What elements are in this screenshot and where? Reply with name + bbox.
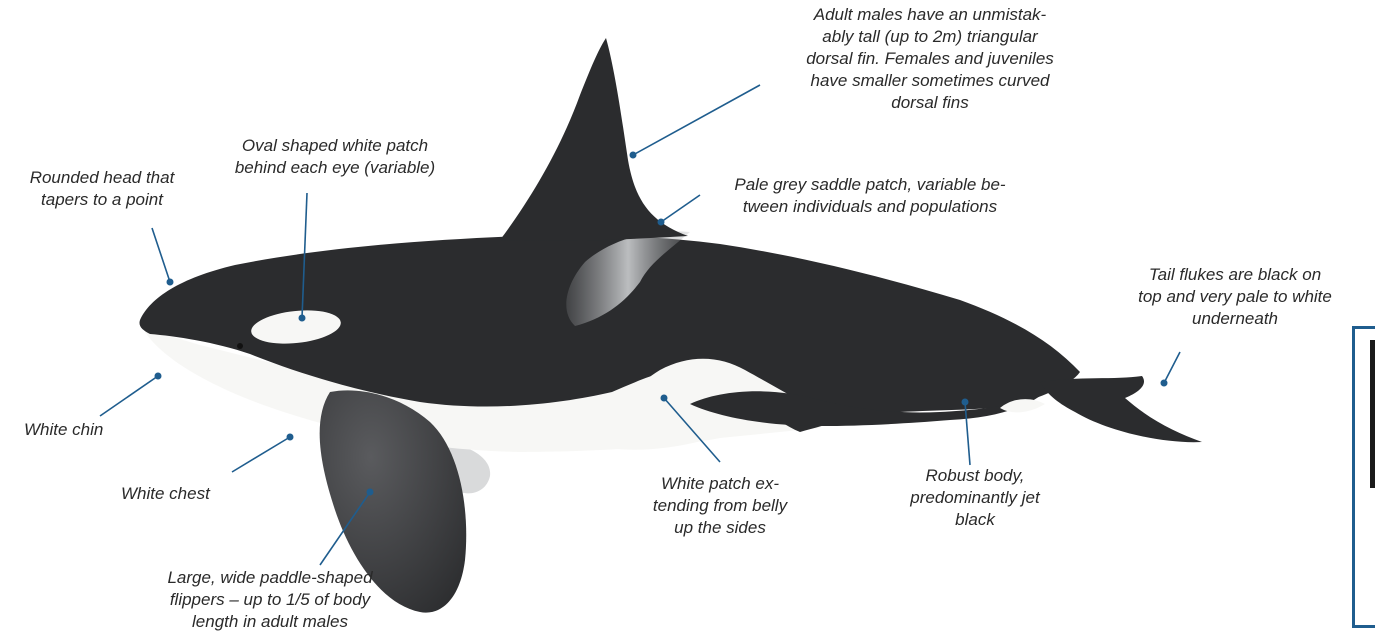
label-chest: White chest <box>121 483 261 505</box>
label-belly-patch: White patch ex- tending from belly up th… <box>620 473 820 539</box>
dot-chest <box>287 434 294 441</box>
label-saddle: Pale grey saddle patch, variable be- twe… <box>680 174 1060 218</box>
dot-eye <box>299 315 306 322</box>
eye <box>237 343 243 349</box>
tail-fluke <box>1040 376 1202 442</box>
leader-chest <box>232 437 290 472</box>
dot-saddle <box>658 219 665 226</box>
label-tail: Tail flukes are black on top and very pa… <box>1095 264 1375 330</box>
label-body: Robust body, predominantly jet black <box>890 465 1060 531</box>
dot-head <box>167 279 174 286</box>
label-flippers: Large, wide paddle-shaped flippers – up … <box>120 567 420 633</box>
label-chin: White chin <box>24 419 164 441</box>
dot-flipper <box>367 489 374 496</box>
dot-dorsal <box>630 152 637 159</box>
leader-tail <box>1164 352 1180 383</box>
dot-tail <box>1161 380 1168 387</box>
label-dorsal-fin: Adult males have an unmistak- ably tall … <box>740 4 1120 114</box>
side-panel-bar <box>1370 340 1375 488</box>
dot-belly <box>661 395 668 402</box>
label-head: Rounded head that tapers to a point <box>0 167 204 211</box>
leader-chin <box>100 376 158 416</box>
dot-body <box>962 399 969 406</box>
dot-chin <box>155 373 162 380</box>
leader-head <box>152 228 170 282</box>
label-eye-patch: Oval shaped white patch behind each eye … <box>185 135 485 179</box>
